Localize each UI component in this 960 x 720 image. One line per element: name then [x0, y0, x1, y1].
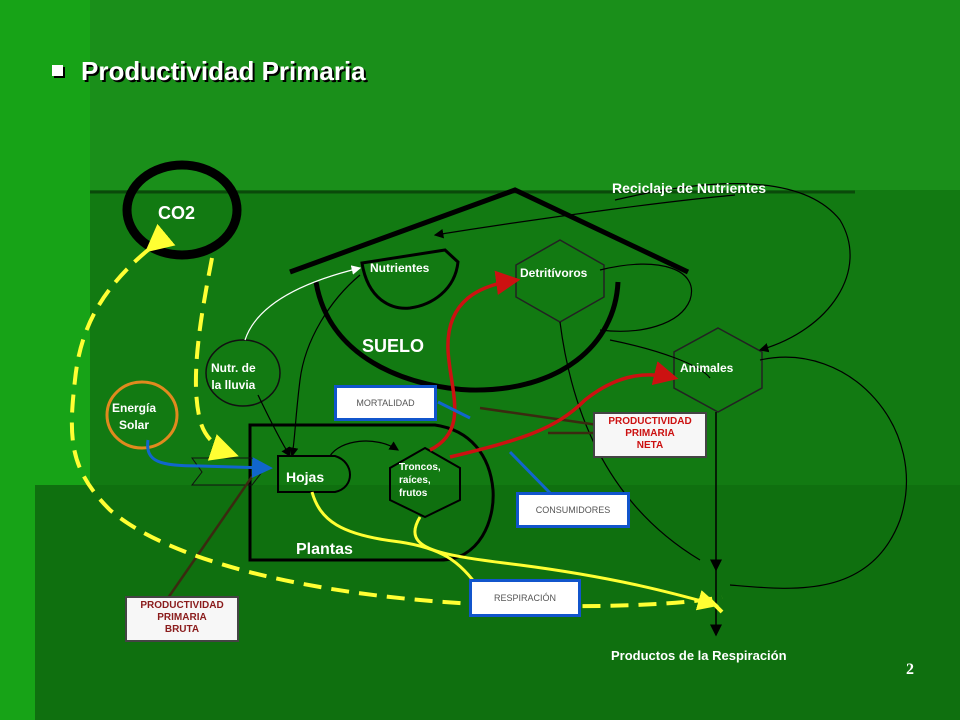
bruta-link	[166, 467, 260, 599]
respiracion-box: RESPIRACIÓN	[469, 579, 581, 617]
lluvia-label-line-2: la lluvia	[211, 378, 256, 392]
yellow-respiration-arrow-2	[413, 516, 719, 611]
troncos-label-line-1: Troncos,	[399, 462, 441, 473]
prod-bruta-line-3: BRUTA	[164, 624, 200, 635]
nutrientes-to-hojas-curve	[288, 274, 361, 458]
blue-energy-arrow	[146, 439, 273, 478]
detritivoros-label: Detritívoros	[520, 266, 588, 280]
troncos-label: Troncos, raíces, frutos	[399, 461, 441, 500]
detritivoros-loop	[599, 263, 693, 332]
energia-solar-ring	[105, 380, 179, 450]
animales-label: Animales	[680, 361, 734, 375]
respiracion-text: RESPIRACIÓN	[493, 593, 556, 603]
lluvia-circle	[205, 339, 281, 407]
page-number: 2	[906, 661, 914, 678]
yellow-respiration-arrow-1	[310, 491, 482, 591]
suelo-bowl	[313, 281, 621, 393]
suelo-label: SUELO	[362, 336, 425, 356]
hojas-to-troncos-curve	[329, 440, 400, 457]
lluvia-to-hojas-line	[257, 394, 291, 458]
productos-label: Productos de la Respiración	[611, 648, 787, 663]
co2-ring	[122, 160, 242, 260]
prod-neta-line-1: PRODUCTIVIDAD	[608, 416, 692, 427]
consumidores-text: CONSUMIDORES	[535, 505, 611, 515]
prod-bruta-line-1: PRODUCTIVIDAD	[140, 600, 224, 611]
yellow-dashed-end-mark	[706, 596, 724, 614]
background-top	[0, 0, 960, 190]
energia-label-line-2: Solar	[119, 418, 150, 432]
lluvia-to-nutrientes-arrow	[244, 265, 362, 341]
co2-label: CO2	[158, 203, 196, 223]
slide-title: Productividad Primaria	[52, 56, 366, 87]
reciclaje-curve-2	[433, 194, 736, 239]
energia-label-line-1: Energía	[112, 401, 157, 415]
troncos-hexagon	[389, 446, 461, 519]
mortalidad-text: MORTALIDAD	[356, 398, 415, 408]
prod-neta-line-2: PRIMARIA	[625, 428, 675, 439]
prod-bruta-box: PRODUCTIVIDAD PRIMARIA BRUTA	[125, 596, 239, 642]
blue-mortalidad-line	[437, 400, 471, 420]
hojas-shape	[277, 455, 351, 493]
animales-to-soil-curve	[609, 339, 711, 379]
animales-respiration-curve	[729, 356, 907, 589]
slide-title-text: Productividad Primaria	[81, 56, 366, 86]
prod-bruta-line-2: PRIMARIA	[157, 612, 207, 623]
mortalidad-link	[479, 406, 599, 427]
consumidores-box: CONSUMIDORES	[516, 492, 630, 528]
yellow-dashed-co2-to-plants	[193, 257, 239, 461]
hojas-label: Hojas	[286, 469, 325, 485]
blue-consumidores-line	[508, 450, 554, 497]
prod-neta-line-3: NETA	[636, 440, 664, 451]
red-arrow-to-animales	[449, 361, 679, 459]
troncos-label-line-2: raíces,	[399, 475, 431, 486]
red-arrow-to-detritivoros	[429, 270, 521, 452]
nutrientes-label: Nutrientes	[370, 261, 430, 275]
energia-label: Energía Solar	[112, 400, 156, 434]
reciclaje-curve-1	[614, 183, 851, 353]
square-bullet-icon	[52, 64, 63, 76]
plantas-label: Plantas	[296, 541, 353, 558]
lluvia-label: Nutr. de la lluvia	[211, 360, 256, 394]
lluvia-label-line-1: Nutr. de	[211, 361, 256, 375]
reciclaje-label: Reciclaje de Nutrientes	[612, 180, 767, 196]
suelo-roof	[289, 187, 690, 275]
prod-neta-box: PRODUCTIVIDAD PRIMARIA NETA	[593, 412, 707, 458]
yellow-dashed-cycle	[69, 223, 723, 609]
nutrientes-bowl	[360, 248, 460, 310]
detritivoros-hexagon	[515, 239, 605, 323]
troncos-label-line-3: frutos	[399, 488, 428, 499]
mortalidad-box: MORTALIDAD	[334, 385, 437, 421]
